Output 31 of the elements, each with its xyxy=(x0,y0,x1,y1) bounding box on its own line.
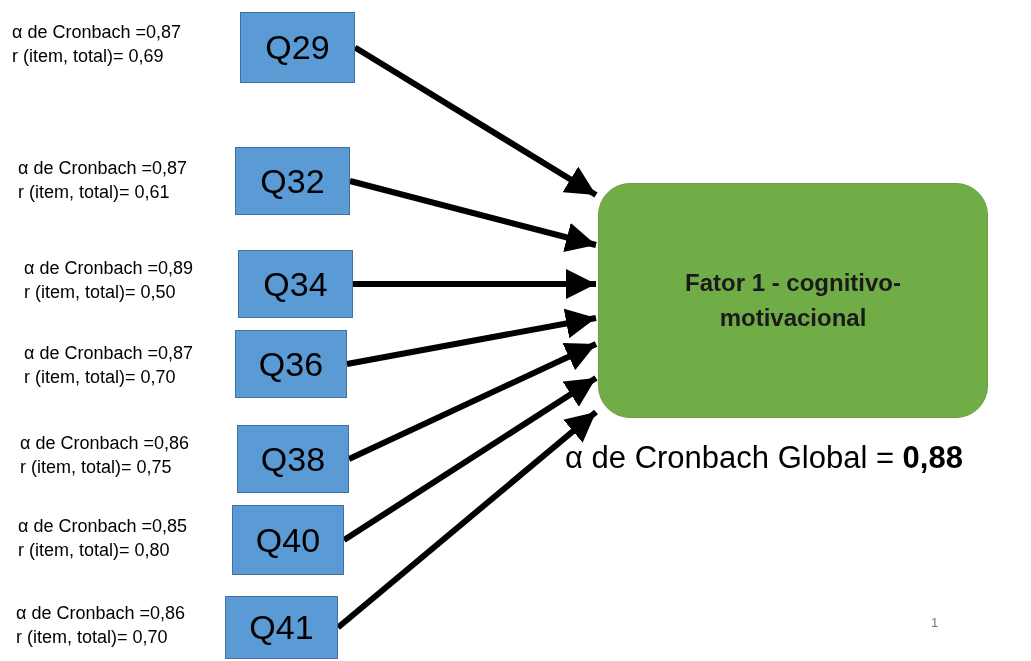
factor-box: Fator 1 - cognitivo-motivacional xyxy=(598,183,988,418)
item-statistic: α de Cronbach =0,86 xyxy=(20,432,190,455)
item-box: Q32 xyxy=(235,147,350,215)
item-box: Q38 xyxy=(237,425,349,493)
item-statistic: α de Cronbach =0,86 xyxy=(16,602,186,625)
item-statistic: α de Cronbach =0,85 xyxy=(18,515,188,538)
item-box: Q29 xyxy=(240,12,355,83)
item-statistic: α de Cronbach =0,87 xyxy=(18,157,188,180)
item-box: Q34 xyxy=(238,250,353,318)
item-statistic: r (item, total)= 0,75 xyxy=(20,456,173,479)
arrow xyxy=(349,178,597,252)
arrow xyxy=(353,269,596,299)
arrow xyxy=(353,44,598,198)
item-statistic: α de Cronbach =0,87 xyxy=(24,342,194,365)
item-statistic: α de Cronbach =0,89 xyxy=(24,257,194,280)
item-statistic: r (item, total)= 0,69 xyxy=(12,45,165,68)
item-statistic: r (item, total)= 0,70 xyxy=(24,366,177,389)
arrow xyxy=(346,308,597,367)
item-statistic: α de Cronbach =0,87 xyxy=(12,21,182,44)
item-box: Q41 xyxy=(225,596,338,659)
global-alpha-caption: α de Cronbach Global = 0,88 xyxy=(565,440,963,476)
item-statistic: r (item, total)= 0,61 xyxy=(18,181,171,204)
arrow xyxy=(336,409,598,630)
item-statistic: r (item, total)= 0,70 xyxy=(16,626,169,649)
item-box: Q36 xyxy=(235,330,347,398)
item-statistic: r (item, total)= 0,50 xyxy=(24,281,177,304)
arrow xyxy=(342,375,598,543)
arrow xyxy=(347,341,598,462)
page-number: 1 xyxy=(931,615,939,630)
item-statistic: r (item, total)= 0,80 xyxy=(18,539,171,562)
item-box: Q40 xyxy=(232,505,344,575)
